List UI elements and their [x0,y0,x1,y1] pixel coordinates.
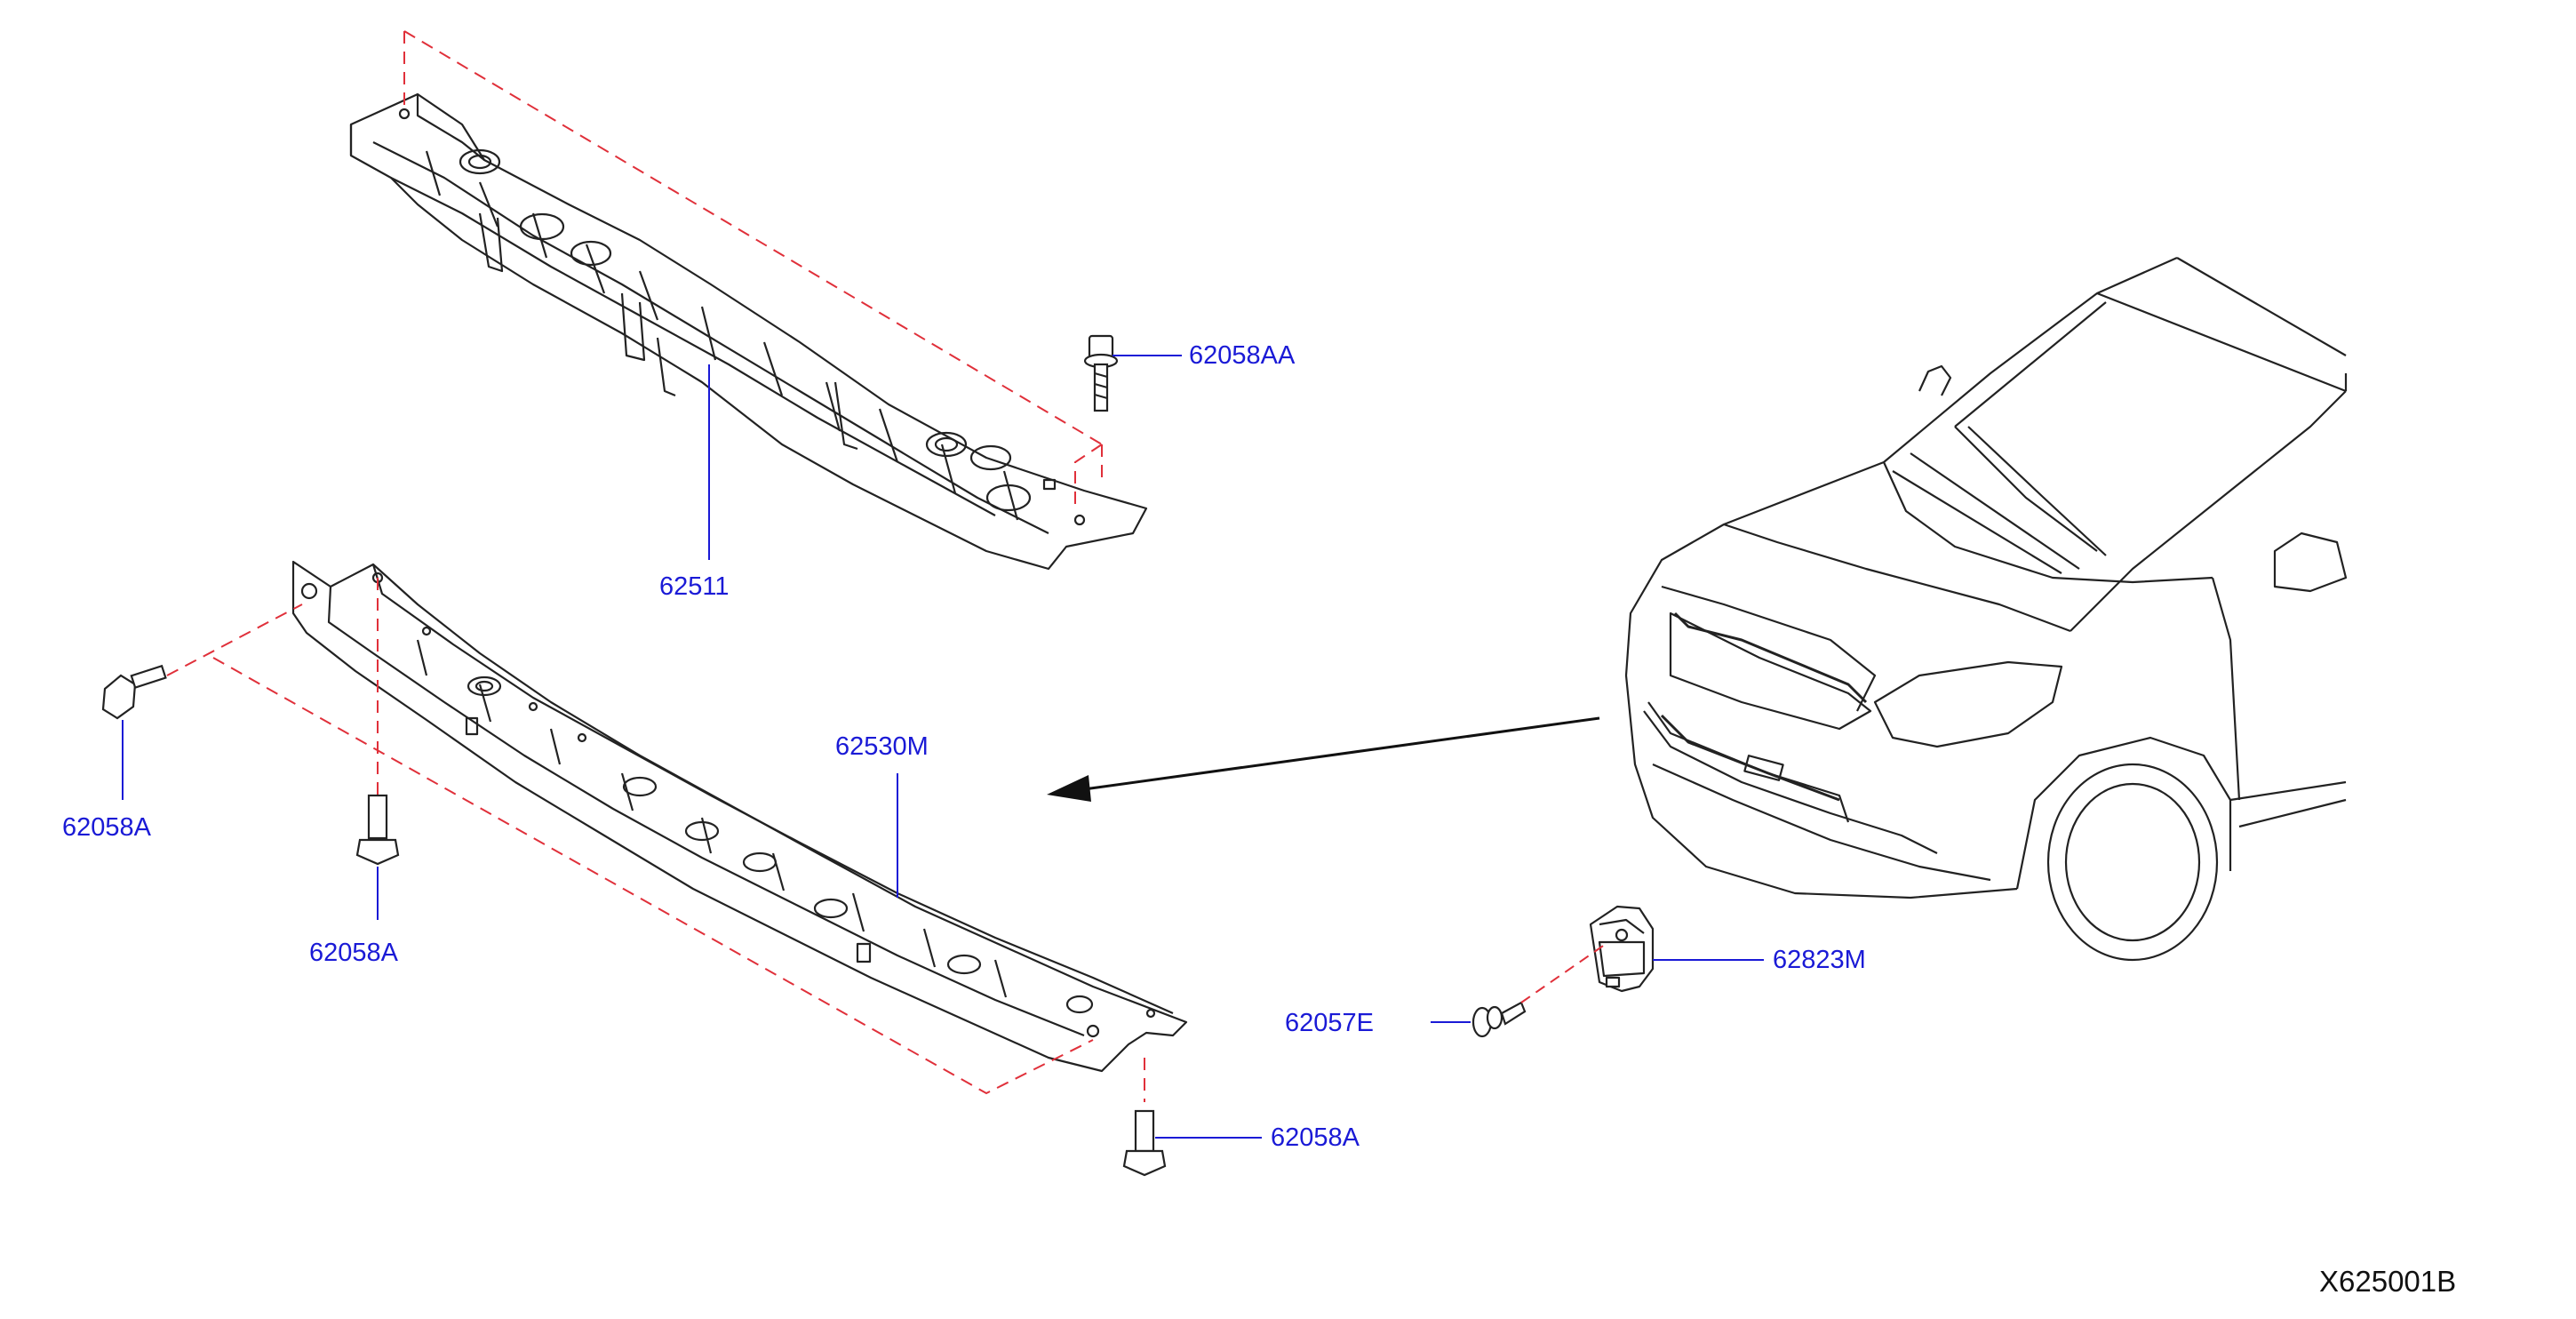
clip-dashed-guide [1520,941,1609,1003]
upper-core-support-part [349,92,1148,571]
car-outline-illustration [1624,256,2348,962]
callout-62058a-bottom: 62058A [1271,1123,1360,1152]
bolt-62058a-bottom-icon [1122,1109,1167,1177]
callout-62511: 62511 [659,572,730,601]
callout-62530m: 62530M [835,732,929,761]
bracket-62823m-part [1589,905,1655,993]
bolt-62058a-left-icon [101,664,167,720]
diagram-code: X625001B [2319,1265,2457,1298]
direction-arrow-icon [1047,716,1600,802]
bolt-62058aa-icon [1083,334,1119,412]
callout-62057e: 62057E [1285,1009,1374,1037]
callout-62823m: 62823M [1773,946,1866,974]
lower-cross-member-part [291,560,1188,1073]
bolt-62058a-mid-icon [355,794,400,866]
callout-62058aa: 62058AA [1189,341,1296,370]
clip-62057e-icon [1471,1001,1527,1038]
upper-dashed-guides [403,30,1103,511]
lower-dashed-guides [166,578,1145,1102]
callout-62058a-left: 62058A [62,813,151,842]
callout-62058a-mid: 62058A [309,939,398,967]
